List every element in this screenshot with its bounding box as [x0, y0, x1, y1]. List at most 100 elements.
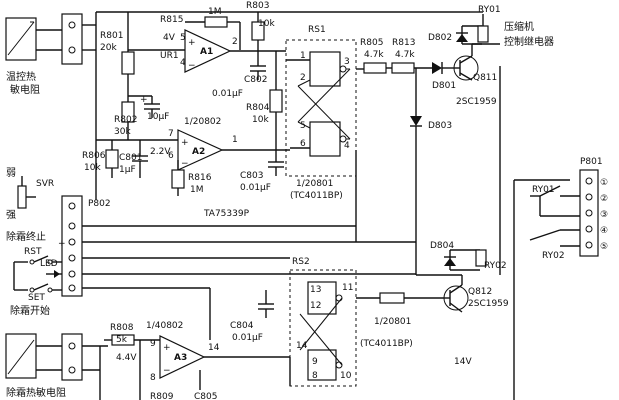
- d804-label: D804: [430, 241, 454, 251]
- svg-text:+: +: [58, 239, 66, 249]
- set-label: SET: [28, 293, 45, 303]
- r805-label: R805: [360, 38, 383, 48]
- defrost-thermistor: [5, 333, 62, 379]
- r802-value: 30k: [114, 127, 131, 137]
- strong-label: 强: [6, 209, 16, 221]
- c801-label: C801: [119, 153, 142, 163]
- svg-text:2: 2: [300, 73, 306, 83]
- c804-value: 0.01μF: [232, 333, 263, 343]
- q812-value: 2SC1959: [468, 299, 509, 309]
- switch-rst: [13, 255, 62, 290]
- defrost-thermistor-label: 除霜热敏电阻: [6, 386, 66, 399]
- c801-value: 1μF: [119, 165, 136, 175]
- diode-d803: [410, 116, 422, 275]
- diode-d801: [432, 62, 456, 74]
- a1-pin2: 2: [232, 37, 238, 47]
- transistor-q812: [443, 275, 469, 313]
- temp-thermistor: [5, 17, 62, 61]
- svg-text:5: 5: [300, 121, 306, 131]
- c804-label: C804: [230, 321, 254, 331]
- svg-text:−: −: [188, 61, 196, 71]
- a3-pin8: 8: [150, 373, 156, 383]
- transistor-q811: [453, 44, 479, 81]
- svg-text:②: ②: [600, 194, 608, 204]
- opamp-a3: + −: [159, 335, 206, 379]
- c803-value: 0.01μF: [240, 183, 271, 193]
- d803-label: D803: [428, 121, 452, 131]
- temp-thermistor-label-1: 温控热: [6, 70, 36, 83]
- resistor-r813: [391, 62, 432, 74]
- svg-text:12: 12: [310, 301, 321, 311]
- relay-coil-ry02: [475, 249, 487, 267]
- svg-text:4: 4: [344, 141, 350, 151]
- defrost-start-label: 除霜开始: [10, 304, 50, 317]
- rs1-gate-top: [309, 51, 347, 87]
- rst-label: RST: [24, 247, 42, 257]
- r815-value: 1M: [208, 7, 222, 17]
- r801-value: 20k: [100, 43, 117, 53]
- ry02-contact-label: RY02: [542, 251, 565, 261]
- switch-set: [14, 283, 62, 293]
- resistor-rs2-out: [379, 292, 444, 304]
- svg-text:−: −: [181, 159, 189, 169]
- capacitor-c802: [250, 51, 266, 80]
- compressor-label: 压缩机: [504, 20, 534, 33]
- rs2-part: 1/20801: [374, 317, 411, 327]
- rs2-ic: (TC4011BP): [360, 339, 413, 349]
- opamp-a1: + −: [184, 29, 232, 73]
- r803-value: 10k: [258, 19, 275, 29]
- weak-label: 弱: [6, 167, 16, 179]
- led-symbol: [46, 270, 62, 278]
- connector-p802: [61, 195, 83, 297]
- svg-text:④: ④: [600, 226, 608, 236]
- r806-label: R806: [82, 151, 106, 161]
- rs1-cross-2: [297, 85, 351, 140]
- r804-label: R804: [246, 103, 270, 113]
- a1-label: A1: [200, 47, 213, 57]
- resistor-r803: [251, 12, 265, 51]
- r809-label: R809: [150, 392, 174, 400]
- svg-text:+: +: [163, 343, 171, 353]
- opamp-a2: + −: [177, 129, 224, 171]
- cap-plus-sign: +: [140, 95, 148, 105]
- a1-pin5: 5: [180, 33, 186, 43]
- p802-label: P802: [88, 199, 111, 209]
- r805-value: 4.7k: [364, 50, 384, 60]
- ry02-label: RY02: [484, 261, 507, 271]
- a3-pin9: 9: [150, 339, 156, 349]
- r804-value: 10k: [252, 115, 269, 125]
- rs1-gate-bottom: [309, 121, 347, 157]
- rs1-label: RS1: [308, 25, 326, 35]
- svg-text:8: 8: [312, 371, 318, 381]
- a2-pin6: 6: [168, 151, 174, 161]
- q812-label: Q812: [468, 287, 492, 297]
- c802-value: 0.01μF: [212, 89, 243, 99]
- svg-text:③: ③: [600, 210, 608, 220]
- connector-bottom: [61, 333, 83, 381]
- v44-label: 4.4V: [116, 353, 137, 363]
- svr-label: SVR: [36, 179, 54, 189]
- svg-text:1: 1: [300, 51, 306, 61]
- capacitor-c804: [258, 290, 274, 318]
- connector-top: [61, 13, 96, 65]
- potentiometer-svr: [17, 176, 36, 209]
- svg-text:⑤: ⑤: [600, 242, 608, 252]
- p801-label: P801: [580, 157, 603, 167]
- a2-label: A2: [192, 147, 205, 157]
- c805-label: C805: [194, 392, 217, 400]
- diode-d804: [444, 249, 480, 271]
- r808-label: R808: [110, 323, 134, 333]
- rs1-part: 1/20801: [296, 179, 333, 189]
- temp-thermistor-label-2: 敏电阻: [10, 83, 40, 96]
- r808-value: 5k: [116, 335, 128, 345]
- rs2-boundary: [289, 269, 357, 387]
- ur1-label: UR1: [160, 51, 179, 61]
- d802-label: D802: [428, 33, 452, 43]
- r816-value: 1M: [190, 185, 204, 195]
- cap-10uf-value: 10μF: [147, 112, 169, 122]
- svg-text:10: 10: [340, 371, 352, 381]
- ry01-label: RY01: [478, 5, 501, 15]
- v4-label: 4V: [163, 33, 176, 43]
- a2-pin7: 7: [168, 129, 174, 139]
- resistor-r802: [121, 96, 135, 140]
